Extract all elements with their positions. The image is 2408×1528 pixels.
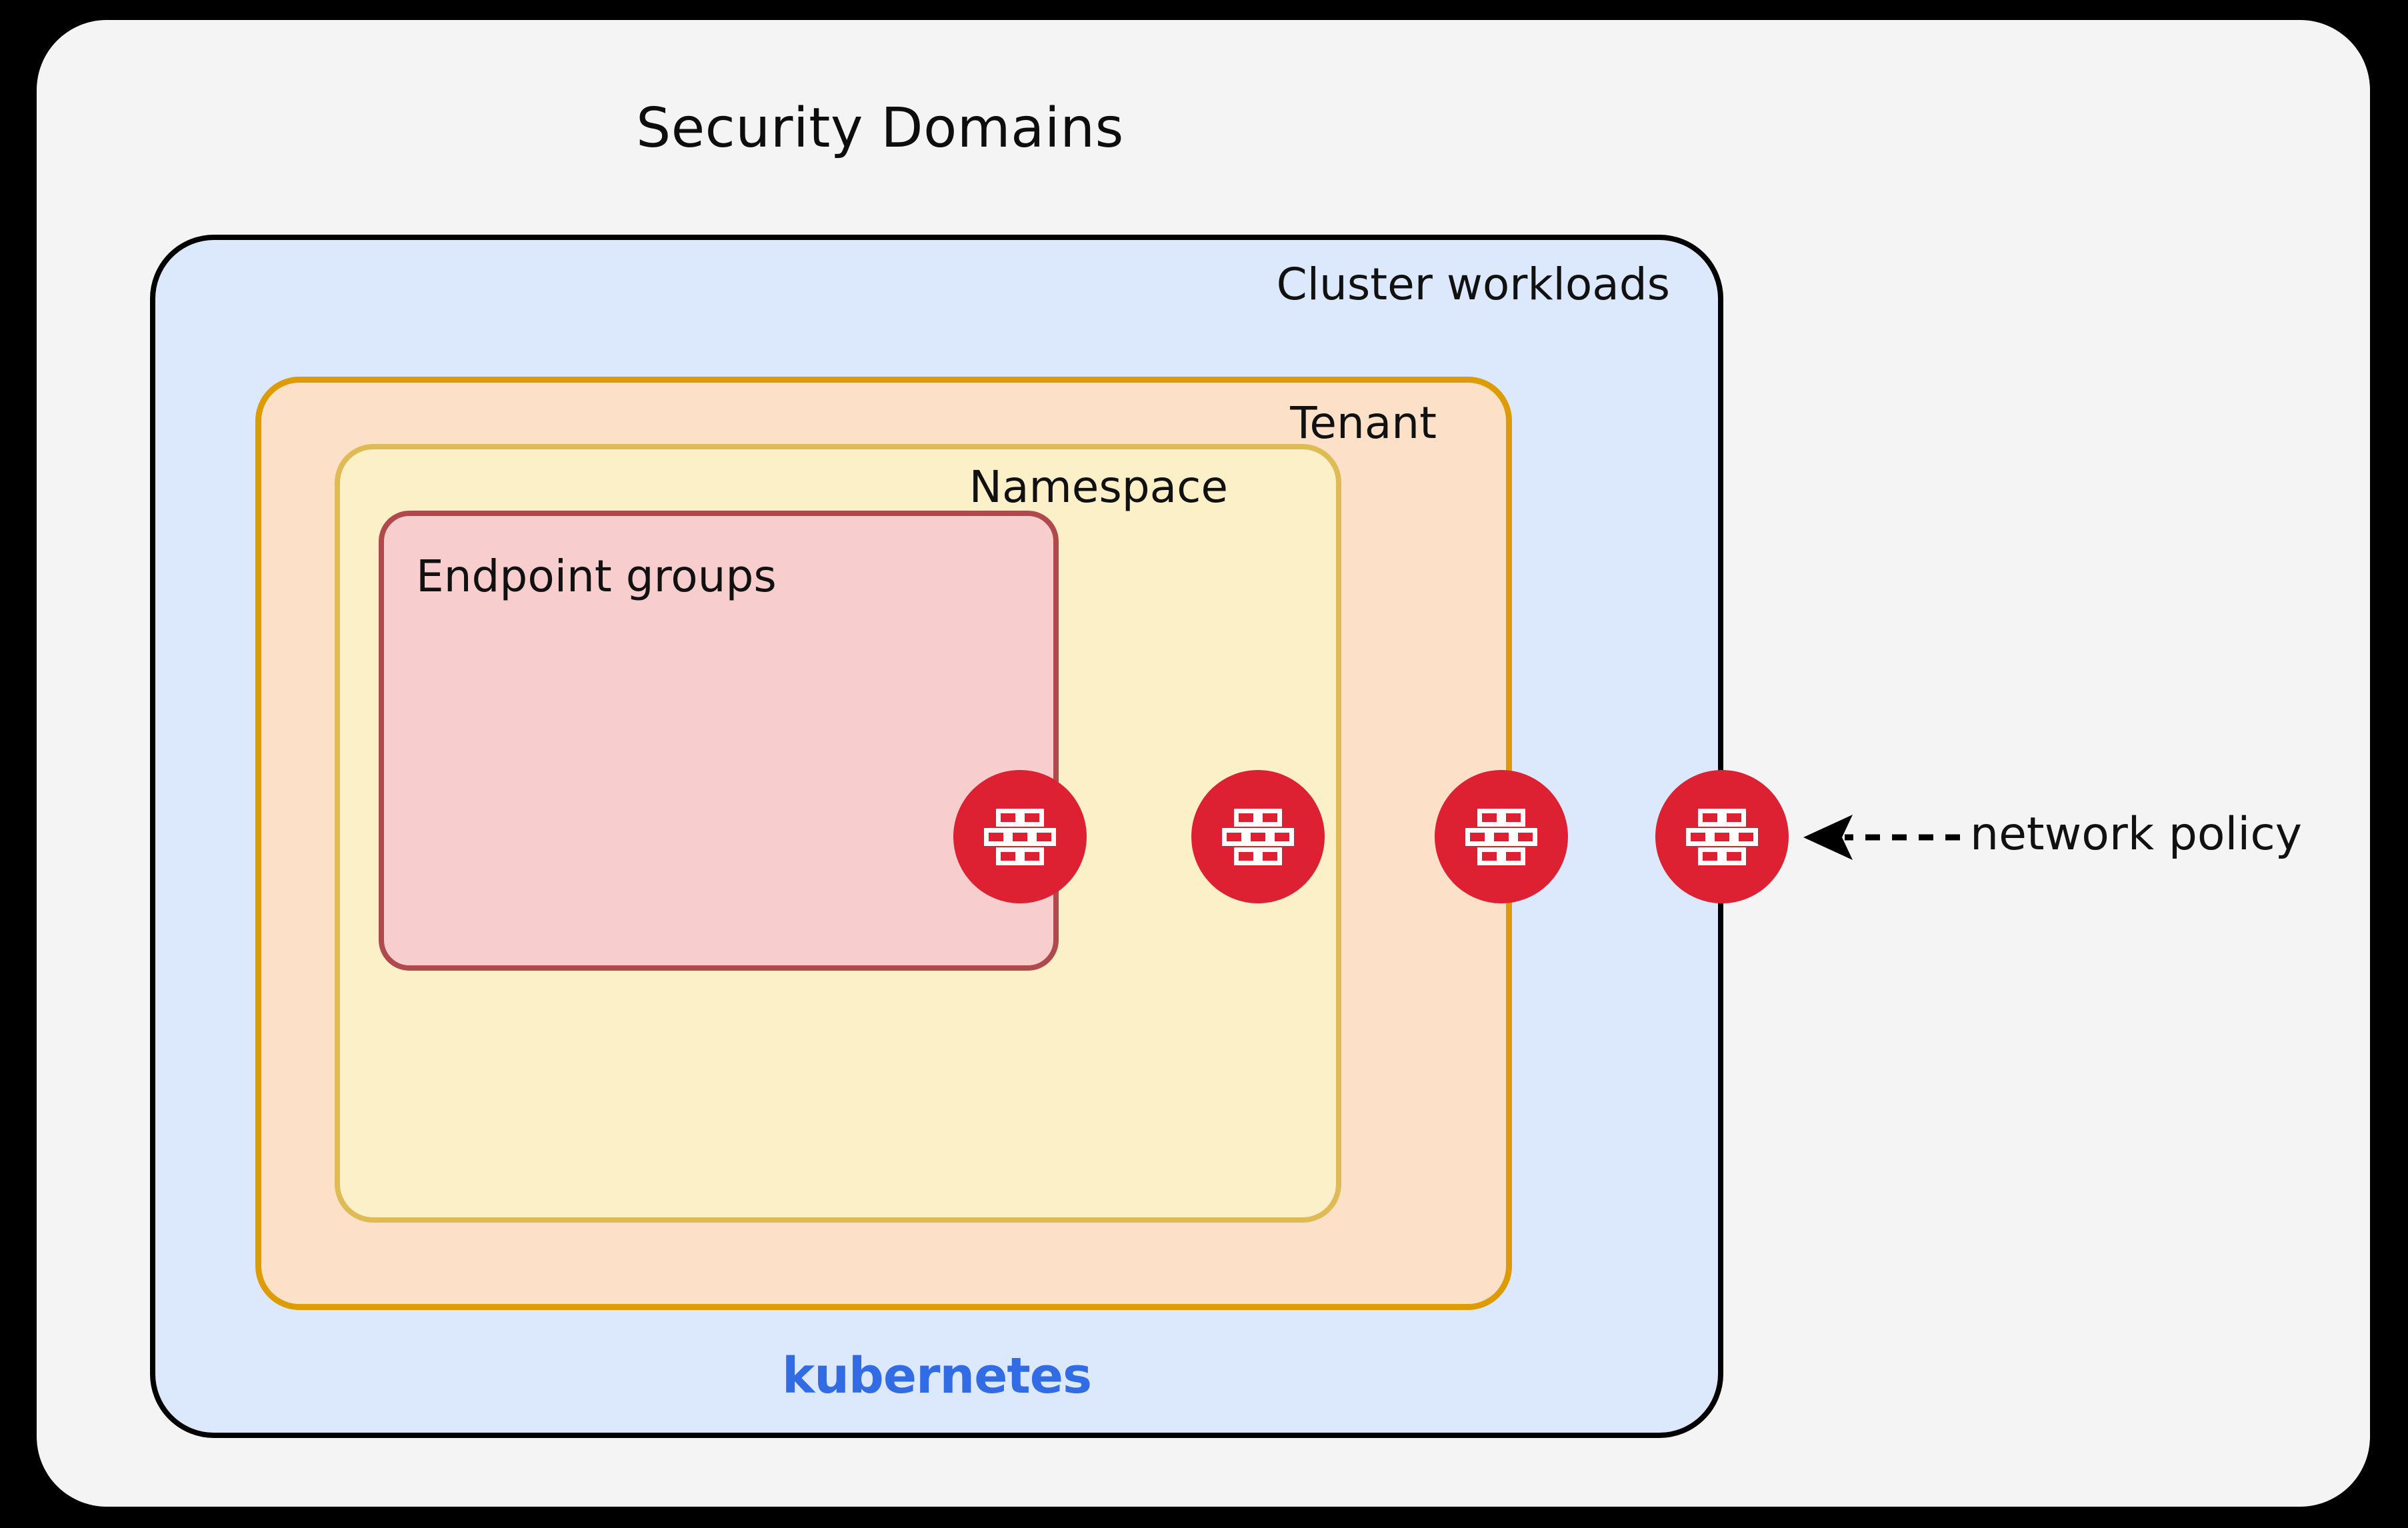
firewall-brick-icon-glyph (1222, 809, 1294, 865)
layer-endpoint-groups: Endpoint groups (379, 511, 1059, 971)
firewall-brick-icon-glyph (1465, 809, 1537, 865)
firewall-brick-icon[interactable] (1191, 770, 1325, 903)
firewall-brick-icon[interactable] (1655, 770, 1789, 903)
layer-namespace-label: Namespace (969, 461, 1228, 513)
layer-endpoint-groups-label: Endpoint groups (416, 551, 777, 602)
layer-cluster-workloads-label: Cluster workloads (1276, 259, 1670, 310)
firewall-brick-icon[interactable] (953, 770, 1087, 903)
dashed-arrow-left-icon (1803, 815, 1960, 860)
layer-namespace: Namespace Endpoint groups (335, 444, 1341, 1223)
firewall-brick-icon[interactable] (1435, 770, 1568, 903)
page-title: Security Domains (636, 97, 1124, 160)
kubernetes-brand-label: kubernetes (781, 1347, 1092, 1405)
network-policy-label: network policy (1970, 808, 2302, 861)
firewall-brick-icon-glyph (984, 809, 1056, 865)
firewall-brick-icon-glyph (1686, 809, 1758, 865)
layer-tenant-label: Tenant (1290, 397, 1437, 449)
security-domains-panel: Security Domains Cluster workloads Tenan… (37, 20, 2370, 1507)
